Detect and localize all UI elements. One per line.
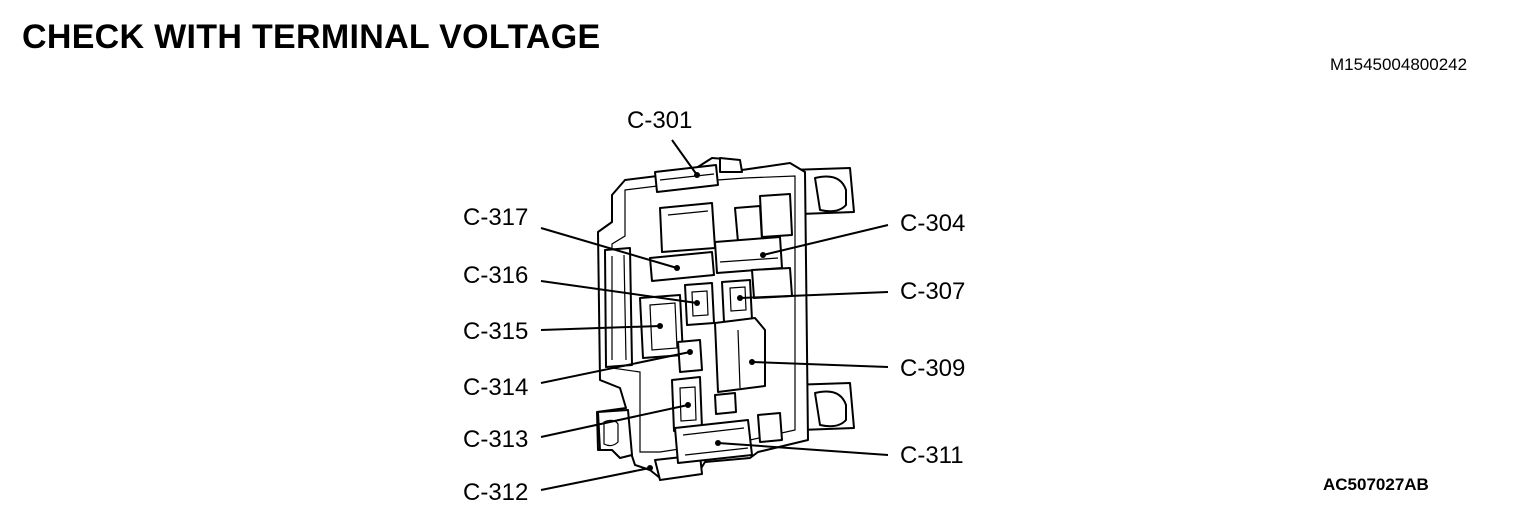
document-id: M1545004800242	[1330, 55, 1468, 74]
label-c-315: C-315	[463, 318, 528, 345]
leader-c-314	[540, 351, 691, 384]
figure-id: AC507027AB	[1323, 475, 1429, 494]
leader-c-312	[540, 467, 651, 491]
leader-c-316	[540, 280, 698, 304]
leader-c-313	[540, 404, 689, 438]
label-c-304: C-304	[900, 210, 965, 237]
page-title: CHECK WITH TERMINAL VOLTAGE	[22, 18, 601, 56]
leader-c-315	[540, 325, 661, 331]
junction-block-body	[596, 157, 855, 481]
label-c-312: C-312	[463, 479, 528, 506]
leader-c-304	[762, 224, 889, 256]
label-c-311: C-311	[900, 442, 964, 469]
leader-c-317	[540, 227, 678, 269]
connector-labels: C-301 C-317 C-304 C-316 C-307 C-315 C-30…	[463, 107, 965, 506]
label-c-309: C-309	[900, 355, 965, 382]
leader-c-307	[739, 291, 889, 299]
leader-lines	[540, 139, 889, 491]
label-c-314: C-314	[463, 374, 528, 401]
leader-c-309	[751, 361, 889, 368]
label-c-307: C-307	[900, 278, 965, 305]
label-c-301: C-301	[627, 107, 692, 134]
label-c-317: C-317	[463, 204, 528, 231]
leader-c-311	[717, 442, 889, 456]
label-c-316: C-316	[463, 262, 528, 289]
label-c-313: C-313	[463, 426, 528, 453]
leader-dots	[647, 172, 766, 471]
leader-c-301	[671, 139, 698, 176]
